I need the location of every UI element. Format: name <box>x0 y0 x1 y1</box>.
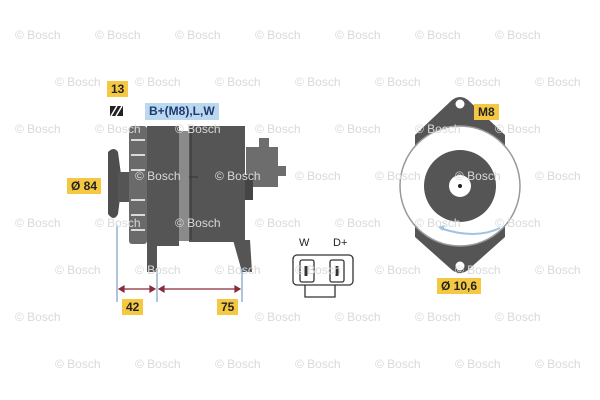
pulley-hub <box>118 172 130 202</box>
plug-pin-w-label: W <box>299 237 310 249</box>
dim-front-tag: 42 <box>122 299 144 315</box>
fan <box>129 126 147 244</box>
mount-thread-tag: M8 <box>474 104 499 120</box>
dim-rear-tag: 75 <box>217 299 239 315</box>
rotation-arrow <box>439 227 501 235</box>
front-foot <box>147 244 157 272</box>
plug-pin-dplus-label: D+ <box>333 237 348 249</box>
rear-housing <box>189 126 245 242</box>
connector-plug <box>292 254 354 298</box>
pulley-diameter-tag: Ø 84 <box>67 178 102 194</box>
hole-diameter-tag: Ø 10,6 <box>437 278 482 294</box>
alternator-side-view <box>108 126 286 272</box>
alternator-front-view <box>399 97 521 273</box>
bolt-size-tag: 13 <box>107 81 129 97</box>
hatch-icon <box>110 105 123 117</box>
dimension-lines <box>116 225 243 302</box>
stator <box>179 131 189 241</box>
front-housing <box>147 126 179 246</box>
rear-foot <box>233 240 252 272</box>
terminals-label: B+(M8),L,W <box>145 103 219 120</box>
